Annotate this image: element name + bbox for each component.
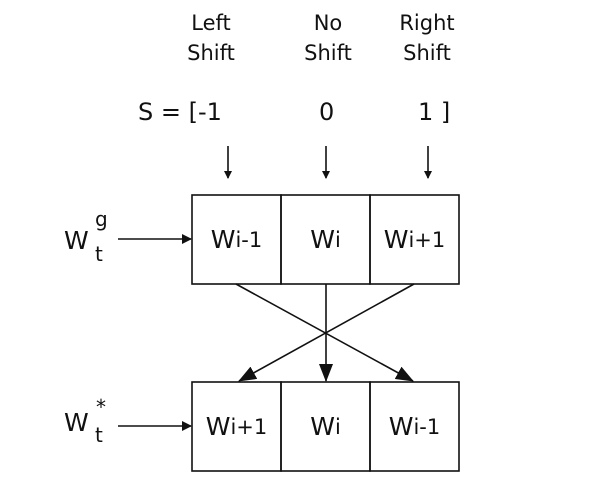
top-cell-right-sub: i+1 xyxy=(408,227,446,252)
shift-vector-suffix: 1 ] xyxy=(418,98,451,126)
header-right-line1: Right xyxy=(399,11,455,35)
shift-vector-middle: 0 xyxy=(319,98,335,126)
header-no-line1: No xyxy=(313,11,343,35)
header-right-line2: Shift xyxy=(403,41,451,65)
top-cell-middle-base: W xyxy=(310,225,335,254)
top-cell-box-right xyxy=(369,194,460,285)
shift-vector-prefix: S = [-1 xyxy=(138,98,222,126)
header-right-shift: Right Shift xyxy=(382,8,472,68)
top-cell-left-base: W xyxy=(210,225,236,254)
cross-line-left-to-right xyxy=(235,283,414,382)
input-top-sup: g xyxy=(95,207,108,231)
top-cell-left-sub: i-1 xyxy=(235,227,263,252)
bottom-cell-right-base: W xyxy=(388,412,414,441)
bottom-cell-left-sub: i+1 xyxy=(230,414,268,439)
input-bottom-sup: * xyxy=(96,395,106,419)
input-bottom-sub: t xyxy=(95,423,103,447)
header-left-line1: Left xyxy=(191,11,231,35)
bottom-cell-left-base: W xyxy=(205,412,231,441)
bottom-cell-middle-base: W xyxy=(310,412,335,441)
input-bottom-base: W xyxy=(64,408,89,437)
input-top-base: W xyxy=(64,226,89,255)
header-no-shift: No Shift xyxy=(283,8,373,68)
header-no-line2: Shift xyxy=(304,41,352,65)
header-left-line2: Shift xyxy=(187,41,235,65)
bottom-cell-box-right xyxy=(369,381,460,472)
top-cell-right-base: W xyxy=(383,225,409,254)
header-left-shift: Left Shift xyxy=(166,8,256,68)
input-top-sub: t xyxy=(95,242,103,266)
bottom-cell-middle-sub: i xyxy=(334,414,341,439)
bottom-cell-right-sub: i-1 xyxy=(413,414,441,439)
top-cell-middle-sub: i xyxy=(334,227,341,252)
